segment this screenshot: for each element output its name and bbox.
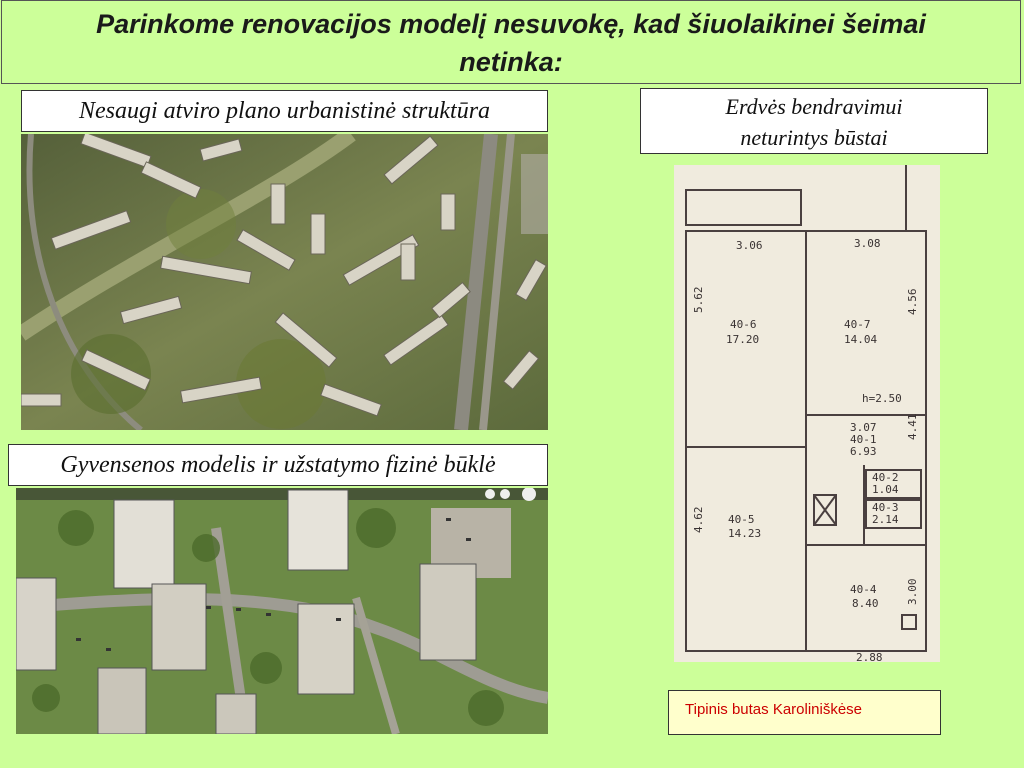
- label-urban-structure: Nesaugi atviro plano urbanistinė struktū…: [21, 90, 548, 132]
- plan-label-1720: 17.20: [726, 333, 759, 346]
- floor-plan-drawing: 3.06 3.08 5.62 4.56 40-6 17.20 40-7 14.0…: [674, 165, 940, 664]
- plan-label-308: 3.08: [854, 237, 881, 250]
- plan-label-306: 3.06: [736, 239, 763, 252]
- plan-label-40-4: 40-4: [850, 583, 877, 596]
- plan-label-h250: h=2.50: [862, 392, 902, 405]
- plan-label-1404: 14.04: [844, 333, 877, 346]
- label-no-common-space-line1: Erdvės bendravimui: [725, 94, 903, 119]
- plan-label-288: 2.88: [856, 651, 883, 662]
- plan-label-441: 4.41: [906, 414, 919, 441]
- title-box: Parinkome renovacijos modelį nesuvokę, k…: [1, 0, 1021, 84]
- aerial-photo-urban: [21, 134, 548, 430]
- plan-label-456: 4.56: [906, 289, 919, 316]
- plan-label-40-3: 40-3: [872, 501, 899, 514]
- floor-plan-caption: Tipinis butas Karoliniškėse: [668, 690, 941, 735]
- plan-label-40-7: 40-7: [844, 318, 871, 331]
- plan-label-104: 1.04: [872, 483, 899, 496]
- slide-title: Parinkome renovacijos modelį nesuvokę, k…: [96, 9, 926, 77]
- plan-label-307: 3.07: [850, 421, 877, 434]
- plan-label-840: 8.40: [852, 597, 879, 610]
- label-lifestyle-condition: Gyvensenos modelis ir užstatymo fizinė b…: [8, 444, 548, 486]
- plan-label-562: 5.62: [692, 287, 705, 314]
- plan-label-693: 6.93: [850, 445, 877, 458]
- plan-label-1423: 14.23: [728, 527, 761, 540]
- plan-label-462: 4.62: [692, 507, 705, 534]
- plan-label-40-6: 40-6: [730, 318, 757, 331]
- plan-label-40-1: 40-1: [850, 433, 877, 446]
- plan-label-40-2: 40-2: [872, 471, 899, 484]
- plan-label-214: 2.14: [872, 513, 899, 526]
- aerial-photo-district: [16, 488, 548, 734]
- plan-label-300: 3.00: [906, 579, 919, 606]
- plan-label-40-5: 40-5: [728, 513, 755, 526]
- label-no-common-space: Erdvės bendravimui neturintys būstai: [640, 88, 988, 154]
- label-no-common-space-line2: neturintys būstai: [740, 125, 888, 150]
